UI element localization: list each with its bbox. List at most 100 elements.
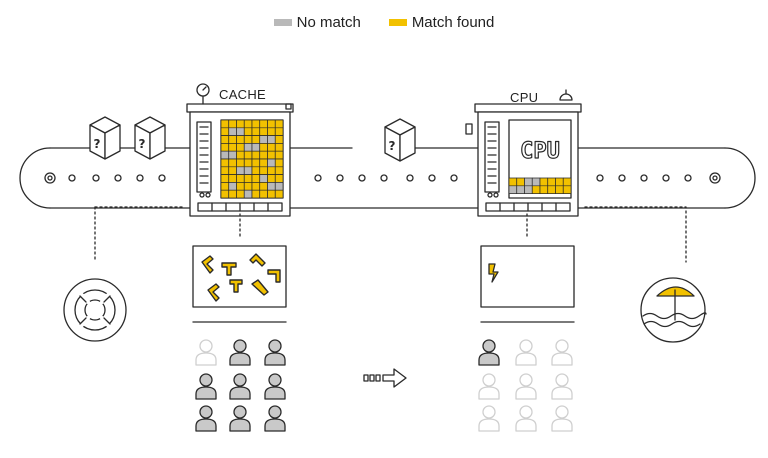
grid-cell: [267, 119, 276, 129]
grid-cell: [259, 182, 268, 191]
mystery-box-icon: ?: [134, 116, 166, 160]
roller: [380, 174, 388, 182]
user-icon: [264, 373, 286, 400]
grid-cell: [220, 135, 230, 144]
mystery-boxes: ???: [89, 116, 416, 162]
grid-cell: [236, 119, 245, 129]
grid-cell: [220, 150, 230, 160]
grid-cell: [251, 127, 261, 136]
matched-piece: [229, 279, 243, 293]
grid-cell: [236, 143, 245, 152]
user-icon: [229, 373, 251, 400]
user-icon: [478, 339, 500, 366]
matched-piece: [249, 253, 266, 267]
user-icon-faded: [551, 405, 573, 432]
grid-cell: [259, 150, 268, 160]
grid-cell: [228, 143, 237, 152]
grid-cell: [274, 143, 284, 152]
grid-cell: [220, 143, 230, 152]
roller: [406, 174, 414, 182]
grid-cell: [259, 127, 268, 136]
conveyor-belt: [19, 147, 756, 209]
cpu-keypad: [485, 202, 571, 212]
legend-no-match-label: No match: [296, 14, 361, 31]
grid-cell: [243, 135, 253, 144]
grid-cell: [259, 189, 268, 199]
matched-piece: [207, 283, 220, 302]
grid-cell: [547, 177, 556, 187]
grid-cell: [274, 189, 284, 199]
grid-cell: [243, 127, 253, 136]
user-icon: [229, 405, 251, 432]
grid-cell: [539, 185, 549, 194]
grid-cell: [267, 150, 276, 160]
grid-cell: [243, 143, 253, 152]
grid-cell: [243, 150, 253, 160]
grid-cell: [228, 150, 237, 160]
left-gear-icon: [44, 172, 56, 184]
grid-cell: [236, 127, 245, 136]
match-found-swatch: [388, 19, 407, 26]
grid-cell: [274, 158, 284, 168]
roller: [136, 174, 144, 182]
grid-cell: [267, 182, 276, 191]
grid-cell: [228, 189, 237, 199]
grid-cell: [236, 174, 245, 183]
cache-machine: [186, 83, 294, 217]
grid-cell: [236, 182, 245, 191]
grid-cell: [251, 150, 261, 160]
mystery-box-icon: ?: [384, 118, 416, 162]
grid-cell: [562, 185, 572, 194]
cpu-side-knob: [465, 123, 473, 135]
grid-cell: [220, 127, 230, 136]
cpu-screen-label: CPU: [520, 139, 560, 164]
grid-cell: [243, 182, 253, 191]
roller: [428, 174, 436, 182]
grid-cell: [516, 177, 525, 187]
roller: [92, 174, 100, 182]
grid-cell: [267, 135, 276, 144]
grid-cell: [524, 177, 533, 187]
grid-cell: [267, 189, 276, 199]
grid-cell: [274, 119, 284, 129]
user-icon-faded: [478, 373, 500, 400]
cpu-user-group: [478, 339, 573, 432]
grid-cell: [251, 135, 261, 144]
right-gear-icon: [709, 172, 721, 184]
cache-match-grid: [220, 119, 284, 199]
grid-cell: [228, 127, 237, 136]
matched-piece: [267, 269, 281, 283]
grid-cell: [251, 174, 261, 183]
grid-cell: [547, 185, 556, 194]
grid-cell: [259, 166, 268, 175]
grid-cell: [508, 185, 518, 194]
grid-cell: [220, 119, 230, 129]
roller: [114, 174, 122, 182]
grid-cell: [259, 143, 268, 152]
cache-user-group: [195, 339, 286, 432]
grid-cell: [251, 182, 261, 191]
roller: [684, 174, 692, 182]
roller: [314, 174, 322, 182]
roller: [450, 174, 458, 182]
matched-piece: [251, 279, 269, 296]
user-icon: [195, 373, 217, 400]
grid-cell: [524, 185, 533, 194]
mystery-box-icon: ?: [89, 116, 121, 160]
grid-cell: [267, 127, 276, 136]
legend-item-match-found: Match found: [388, 14, 494, 31]
user-icon: [264, 339, 286, 366]
grid-cell: [220, 174, 230, 183]
grid-cell: [243, 174, 253, 183]
roller: [618, 174, 626, 182]
grid-cell: [251, 158, 261, 168]
grid-cell: [531, 185, 541, 194]
grid-cell: [259, 135, 268, 144]
user-icon-faded: [551, 373, 573, 400]
roller: [158, 174, 166, 182]
beach-umbrella-icon: [640, 277, 707, 343]
belt-rollers: [68, 174, 692, 182]
legend: No match Match found: [0, 14, 768, 31]
svg-text:?: ?: [389, 139, 396, 153]
cpu-machine: CPU: [465, 89, 582, 217]
